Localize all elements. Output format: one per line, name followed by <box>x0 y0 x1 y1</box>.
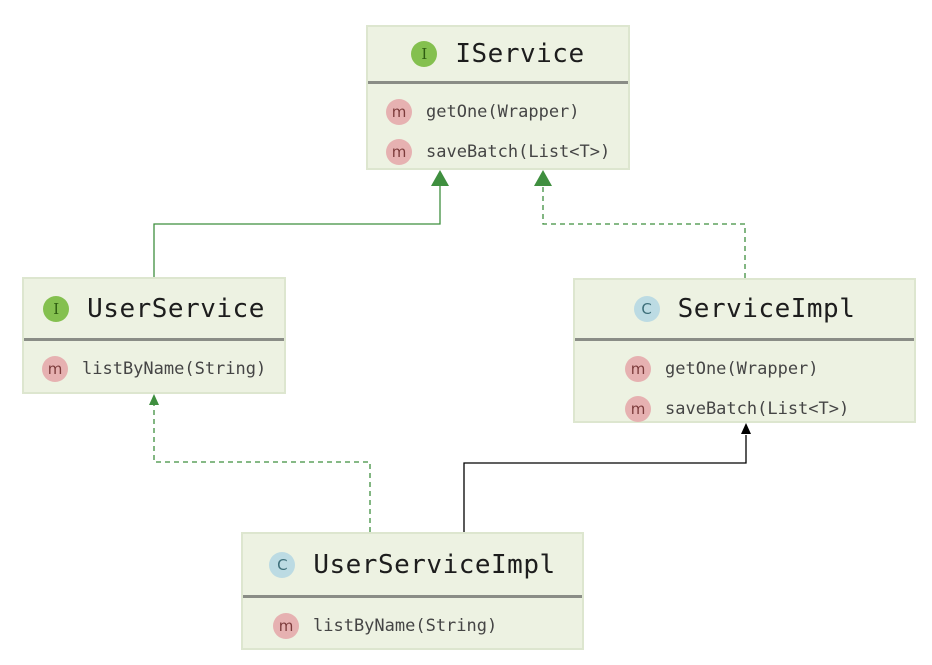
interface-icon: I <box>43 295 70 322</box>
method-item[interactable]: m getOne(Wrapper) <box>368 92 628 132</box>
serviceimpl-title: ServiceImpl <box>677 294 856 324</box>
interface-icon: I <box>411 41 438 67</box>
method-item[interactable]: m listByName(String) <box>24 349 284 389</box>
method-item[interactable]: m saveBatch(List<T>) <box>575 389 914 429</box>
iservice-header: I IService <box>368 27 628 84</box>
edge-serviceimpl-implements-iservice <box>534 170 746 278</box>
userservice-header: I UserService <box>24 279 284 341</box>
serviceimpl-members: m getOne(Wrapper) m saveBatch(List<T>) <box>575 341 914 429</box>
userservice-title: UserService <box>87 293 265 324</box>
method-icon: m <box>625 356 651 382</box>
edge-userservice-extends-iservice <box>153 170 449 277</box>
method-label: saveBatch(List<T>) <box>665 399 850 419</box>
userserviceimpl-members: m listByName(String) <box>243 598 582 646</box>
method-icon: m <box>273 613 299 639</box>
userservice-members: m listByName(String) <box>24 341 284 389</box>
serviceimpl-box[interactable]: C ServiceImpl m getOne(Wrapper) m saveBa… <box>573 278 916 423</box>
method-icon: m <box>386 139 412 165</box>
method-label: listByName(String) <box>82 359 267 379</box>
method-label: getOne(Wrapper) <box>426 102 580 122</box>
arrowhead-icon <box>534 170 552 186</box>
edge-userserviceimpl-implements-userservice <box>149 394 371 532</box>
method-label: getOne(Wrapper) <box>665 359 819 379</box>
arrowhead-icon <box>149 394 159 405</box>
method-item[interactable]: m saveBatch(List<T>) <box>368 132 628 172</box>
userservice-box[interactable]: I UserService m listByName(String) <box>22 277 286 394</box>
iservice-title: IService <box>455 39 585 69</box>
arrowhead-icon <box>431 170 449 186</box>
method-icon: m <box>386 99 412 125</box>
serviceimpl-header: C ServiceImpl <box>575 280 914 341</box>
arrowhead-icon <box>741 423 751 434</box>
edge-line <box>542 186 746 278</box>
method-label: saveBatch(List<T>) <box>426 142 611 162</box>
method-icon: m <box>625 396 651 422</box>
edge-line <box>153 186 441 277</box>
userserviceimpl-title: UserServiceImpl <box>313 549 556 580</box>
method-label: listByName(String) <box>313 616 498 636</box>
userserviceimpl-box[interactable]: C UserServiceImpl m listByName(String) <box>241 532 584 650</box>
method-icon: m <box>42 356 68 382</box>
class-icon: C <box>269 551 296 578</box>
method-item[interactable]: m getOne(Wrapper) <box>575 349 914 389</box>
edge-line <box>153 405 371 532</box>
edge-userserviceimpl-extends-serviceimpl <box>463 423 751 532</box>
iservice-members: m getOne(Wrapper) m saveBatch(List<T>) <box>368 84 628 172</box>
iservice-box[interactable]: I IService m getOne(Wrapper) m saveBatch… <box>366 25 630 170</box>
method-item[interactable]: m listByName(String) <box>243 606 582 646</box>
userserviceimpl-header: C UserServiceImpl <box>243 534 582 598</box>
edge-line <box>463 435 747 532</box>
class-icon: C <box>633 296 660 322</box>
